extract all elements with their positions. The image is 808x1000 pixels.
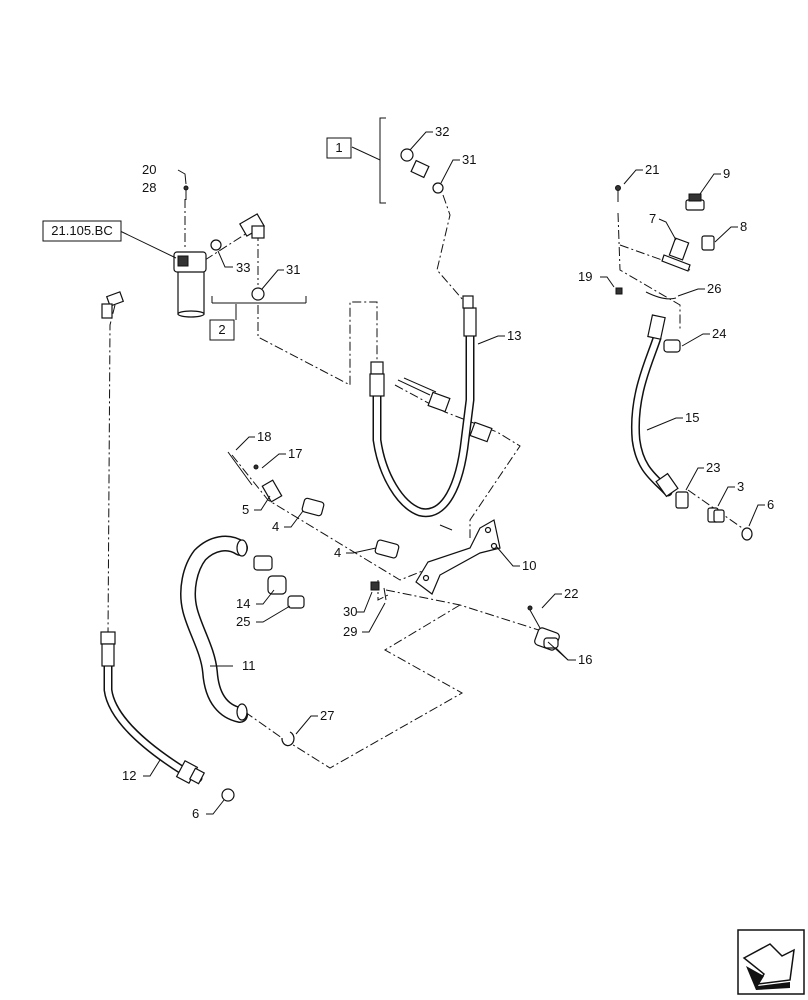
- callout-9: 9: [723, 166, 730, 181]
- callout-18: 18: [257, 429, 271, 444]
- filter-assembly: [173, 251, 207, 318]
- callout-6-right: 6: [767, 497, 774, 512]
- callout-31-mid: 31: [286, 262, 300, 277]
- next-page-arrow-icon[interactable]: [737, 929, 805, 995]
- callout-10: 10: [522, 558, 536, 573]
- callout-8: 8: [740, 219, 747, 234]
- callout-28: 28: [142, 180, 156, 195]
- hose-13: [369, 295, 477, 518]
- bracket-10: [415, 519, 501, 595]
- callout-13: 13: [507, 328, 521, 343]
- fittings: [101, 148, 753, 802]
- callout-19: 19: [578, 269, 592, 284]
- callout-5: 5: [242, 502, 249, 517]
- hose-12: [100, 631, 206, 785]
- callout-16: 16: [578, 652, 592, 667]
- callout-12: 12: [122, 768, 136, 783]
- callout-27: 27: [320, 708, 334, 723]
- callout-17: 17: [288, 446, 302, 461]
- callout-32: 32: [435, 124, 449, 139]
- callout-26: 26: [707, 281, 721, 296]
- callouts: 32 31 20 28 33 31 13 21 9 7 8 19 26 24 1…: [122, 124, 774, 821]
- callout-7: 7: [649, 211, 656, 226]
- callout-29: 29: [343, 624, 357, 639]
- leader-lines: [119, 117, 765, 815]
- callout-4-upper: 4: [272, 519, 279, 534]
- reference-box[interactable]: 21.105.BC: [42, 220, 122, 242]
- callout-20: 20: [142, 162, 156, 177]
- callout-14: 14: [236, 596, 250, 611]
- callout-30: 30: [343, 604, 357, 619]
- callout-21: 21: [645, 162, 659, 177]
- tube-11: [180, 535, 248, 723]
- callout-3: 3: [737, 479, 744, 494]
- group-box-1: 1: [326, 137, 352, 159]
- reference-label: 21.105.BC: [51, 223, 112, 238]
- hose-15: [630, 314, 679, 498]
- callout-22: 22: [564, 586, 578, 601]
- callout-25: 25: [236, 614, 250, 629]
- callout-4-lower: 4: [334, 545, 341, 560]
- callout-24: 24: [712, 326, 726, 341]
- callout-6-bottom: 6: [192, 806, 199, 821]
- callout-23: 23: [706, 460, 720, 475]
- group-label-1: 1: [335, 140, 342, 155]
- callout-15: 15: [685, 410, 699, 425]
- group-box-2: 2: [209, 319, 235, 341]
- callout-11: 11: [242, 658, 256, 673]
- group-label-2: 2: [218, 322, 225, 337]
- callout-31-top: 31: [462, 152, 476, 167]
- callout-33: 33: [236, 260, 250, 275]
